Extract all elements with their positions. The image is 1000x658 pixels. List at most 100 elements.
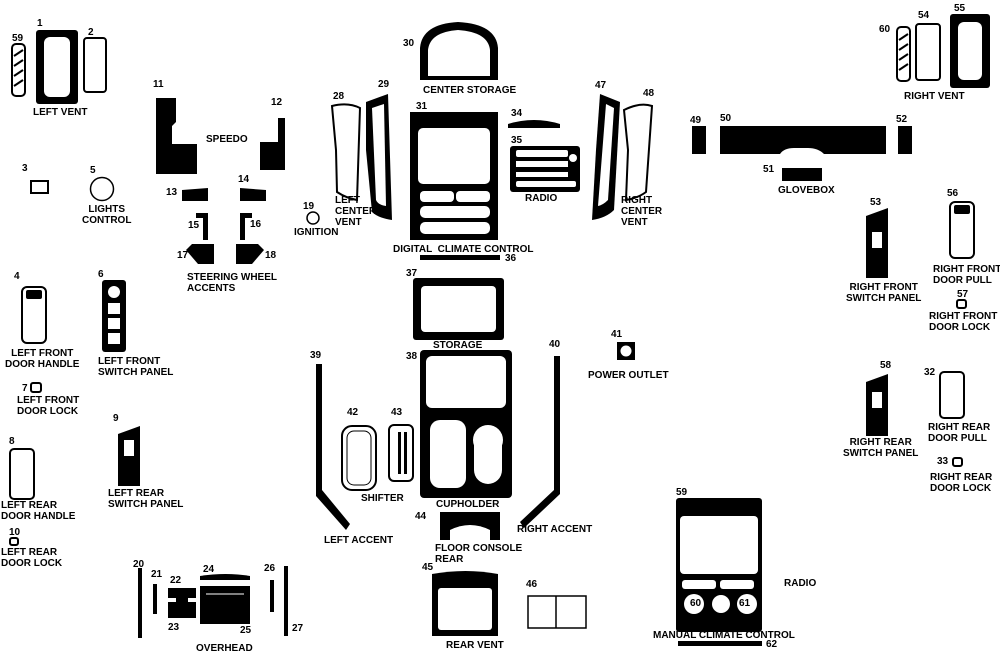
part-number-51: 51 xyxy=(763,164,775,175)
part-number-43: 43 xyxy=(391,407,403,418)
part-number-30: 30 xyxy=(403,38,415,49)
part-9-left-rear-switch-panel xyxy=(118,426,140,486)
part-number-45: 45 xyxy=(422,562,434,573)
part-36-climate-strip xyxy=(420,255,500,260)
part-number-60-climate: 60 xyxy=(690,598,702,609)
part-7-left-front-door-lock xyxy=(30,382,42,393)
part-number-5: 5 xyxy=(90,165,96,176)
part-42-shifter xyxy=(341,425,377,491)
part-39-left-accent xyxy=(316,364,350,530)
part-number-39: 39 xyxy=(310,350,322,361)
part-number-55: 55 xyxy=(954,3,966,14)
part-number-28: 28 xyxy=(333,91,345,102)
label-shifter: SHIFTER xyxy=(361,493,404,504)
part-19-ignition xyxy=(306,211,320,225)
label-right-front-door-lock: RIGHT FRONT DOOR LOCK xyxy=(929,311,998,333)
part-45-rear-vent xyxy=(432,571,498,636)
part-number-53: 53 xyxy=(870,197,882,208)
part-15-wheel-accent xyxy=(196,213,208,240)
label-right-front-switch-panel: RIGHT FRONT SWITCH PANEL xyxy=(846,282,922,304)
part-number-25: 25 xyxy=(240,625,252,636)
label-left-accent: LEFT ACCENT xyxy=(324,535,394,546)
part-44-floor-console-rear xyxy=(440,512,500,540)
label-left-rear-switch-panel: LEFT REAR SWITCH PANEL xyxy=(108,488,184,510)
part-number-50: 50 xyxy=(720,113,732,124)
part-14-wheel-accent xyxy=(240,188,266,201)
part-number-8: 8 xyxy=(9,436,15,447)
part-number-23: 23 xyxy=(168,622,180,633)
part-number-10: 10 xyxy=(9,527,21,538)
part-3-small-trim xyxy=(30,180,49,194)
part-22-23-overhead-buttons xyxy=(168,588,196,618)
part-1-left-vent xyxy=(36,30,78,104)
part-28-left-center-vent xyxy=(330,103,362,202)
part-51-glovebox xyxy=(782,168,822,181)
part-number-52: 52 xyxy=(896,114,908,125)
part-number-1: 1 xyxy=(37,18,43,29)
part-6-left-front-switch-panel xyxy=(102,280,126,352)
label-glovebox: GLOVEBOX xyxy=(778,185,835,196)
label-right-rear-door-lock: RIGHT REAR DOOR LOCK xyxy=(930,472,993,494)
label-right-rear-door-pull: RIGHT REAR DOOR PULL xyxy=(928,422,991,444)
part-number-35: 35 xyxy=(511,135,523,146)
label-left-rear-door-lock: LEFT REAR DOOR LOCK xyxy=(1,547,63,569)
label-left-front-door-lock: LEFT FRONT DOOR LOCK xyxy=(17,395,80,417)
part-number-46: 46 xyxy=(526,579,538,590)
part-number-61: 61 xyxy=(739,598,751,609)
part-17-wheel-accent xyxy=(186,244,214,264)
part-32-right-rear-door-pull xyxy=(939,371,965,419)
part-10-left-rear-door-lock xyxy=(9,537,19,546)
part-number-20: 20 xyxy=(133,559,145,570)
part-number-33: 33 xyxy=(937,456,949,467)
part-49-dash-end-left xyxy=(692,126,706,154)
part-number-36: 36 xyxy=(505,253,517,264)
part-number-60: 60 xyxy=(879,24,891,35)
part-8-left-rear-door-handle xyxy=(9,448,35,500)
label-steering-wheel-accents: STEERING WHEEL ACCENTS xyxy=(187,272,278,294)
part-37-storage xyxy=(413,278,504,340)
label-left-center-vent: LEFT CENTER VENT xyxy=(335,195,377,228)
part-number-7: 7 xyxy=(22,383,28,394)
part-number-38: 38 xyxy=(406,351,418,362)
part-5-lights-control xyxy=(89,176,115,202)
part-number-12: 12 xyxy=(271,97,283,108)
label-left-rear-door-handle: LEFT REAR DOOR HANDLE xyxy=(1,500,76,522)
part-number-48: 48 xyxy=(643,88,655,99)
label-cupholder: CUPHOLDER xyxy=(436,499,500,510)
part-47-right-center-vent-bezel xyxy=(592,94,620,220)
label-right-rear-switch-panel: RIGHT REAR SWITCH PANEL xyxy=(843,437,919,459)
label-left-vent: LEFT VENT xyxy=(33,107,88,118)
label-center-storage: CENTER STORAGE xyxy=(423,85,517,96)
part-number-13: 13 xyxy=(166,187,178,198)
part-41-power-outlet xyxy=(617,342,635,360)
part-number-21: 21 xyxy=(151,569,163,580)
part-54-right-vent-surround xyxy=(915,23,941,81)
part-30-center-storage xyxy=(420,22,498,80)
part-34-radio-top-strip xyxy=(508,120,560,128)
part-number-3: 3 xyxy=(22,163,28,174)
part-number-16: 16 xyxy=(250,219,262,230)
label-ignition: IGNITION xyxy=(294,227,339,238)
label-radio-top: RADIO xyxy=(525,193,558,204)
part-46-rear-vent-trim xyxy=(527,595,587,629)
part-number-54: 54 xyxy=(918,10,930,21)
part-50-dash-strip xyxy=(720,126,886,154)
part-38-cupholder xyxy=(420,350,512,498)
part-number-57: 57 xyxy=(957,289,969,300)
part-number-27: 27 xyxy=(292,623,304,634)
part-56-right-front-door-pull xyxy=(949,201,975,259)
label-right-accent: RIGHT ACCENT xyxy=(517,524,593,535)
part-35-radio xyxy=(510,146,580,192)
label-left-front-switch-panel: LEFT FRONT SWITCH PANEL xyxy=(98,356,174,378)
part-25-overhead-console xyxy=(200,586,250,624)
part-number-42: 42 xyxy=(347,407,359,418)
part-58-right-rear-switch-panel xyxy=(866,374,888,436)
part-number-17: 17 xyxy=(177,250,189,261)
label-speedo: SPEEDO xyxy=(206,134,248,145)
part-number-34: 34 xyxy=(511,108,523,119)
part-number-49: 49 xyxy=(690,115,702,126)
part-number-62: 62 xyxy=(766,639,778,650)
part-number-6: 6 xyxy=(98,269,104,280)
